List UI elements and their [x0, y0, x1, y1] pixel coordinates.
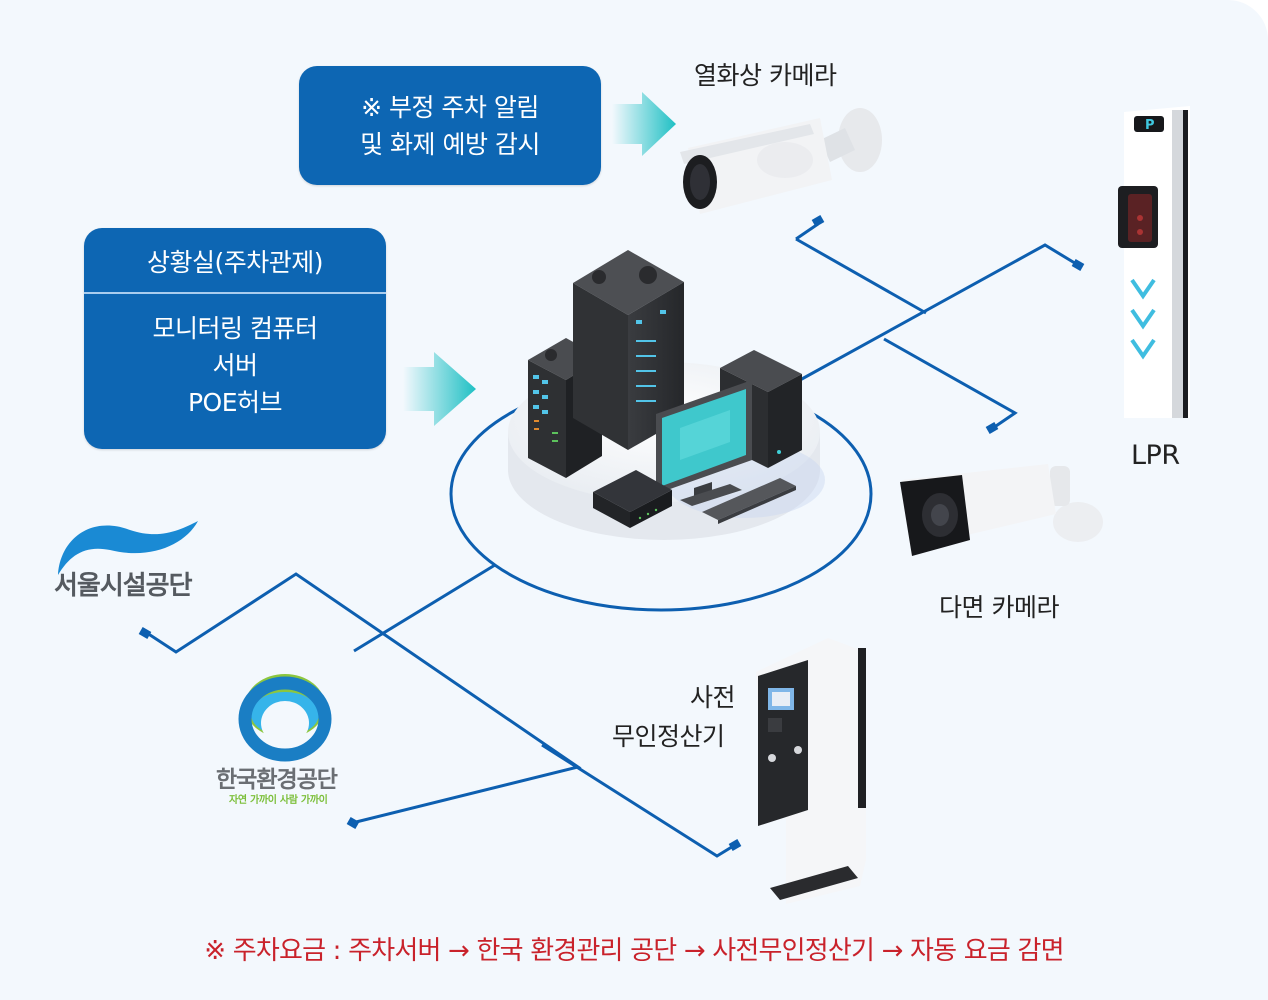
keco-logo-name: 한국환경공단 — [216, 767, 338, 793]
control-room-item: 모니터링 컴퓨터 — [152, 314, 318, 343]
control-room-divider — [84, 292, 386, 294]
alert-line-2: 및 화제 예방 감시 — [360, 129, 540, 159]
poe-hub — [593, 470, 672, 528]
network-lines — [146, 222, 1079, 858]
svg-text:P: P — [1145, 118, 1155, 133]
lpr-label: LPR — [1131, 440, 1180, 471]
seoul-logo-text: 서울시설공단 — [54, 571, 193, 601]
control-room-item: 서버 — [212, 351, 258, 380]
thermal-camera-image — [680, 108, 882, 214]
server-tower-large — [573, 250, 684, 450]
control-room-box: 상황실(주차관제) 모니터링 컴퓨터 서버 POE허브 — [84, 228, 386, 449]
multi-camera-label: 다면 카메라 — [939, 593, 1059, 622]
control-room-title: 상황실(주차관제) — [146, 248, 324, 277]
kiosk-label-line-2: 무인정산기 — [612, 722, 725, 751]
arrow-to-camera — [612, 92, 676, 156]
control-room-item: POE허브 — [187, 388, 283, 417]
keyboard — [702, 478, 796, 524]
monitor — [656, 380, 752, 506]
seoul-logo-wave — [58, 521, 198, 575]
arrow-to-server — [403, 352, 476, 426]
keco-logo-slogan: 자연 가까이 사람 가까이 — [229, 795, 328, 806]
multi-camera-image — [900, 464, 1103, 556]
thermal-camera-label: 열화상 카메라 — [694, 61, 837, 90]
connector-markers — [138, 215, 1085, 851]
alert-info-box: ※ 부정 주차 알림 및 화제 예방 감시 — [299, 66, 601, 185]
fee-process-note: ※ 주차요금 : 주차서버 → 한국 환경관리 공단 → 사전무인정산기 → 자… — [204, 936, 1064, 966]
kiosk-label-line-1: 사전 — [690, 683, 736, 712]
keco-logo-emblem — [238, 674, 332, 762]
kiosk-image — [756, 638, 866, 904]
control-room-items: 모니터링 컴퓨터 서버 POE허브 — [84, 294, 386, 421]
lpr-device-image: P — [1118, 106, 1190, 418]
alert-line-1: ※ 부정 주차 알림 — [361, 92, 539, 122]
